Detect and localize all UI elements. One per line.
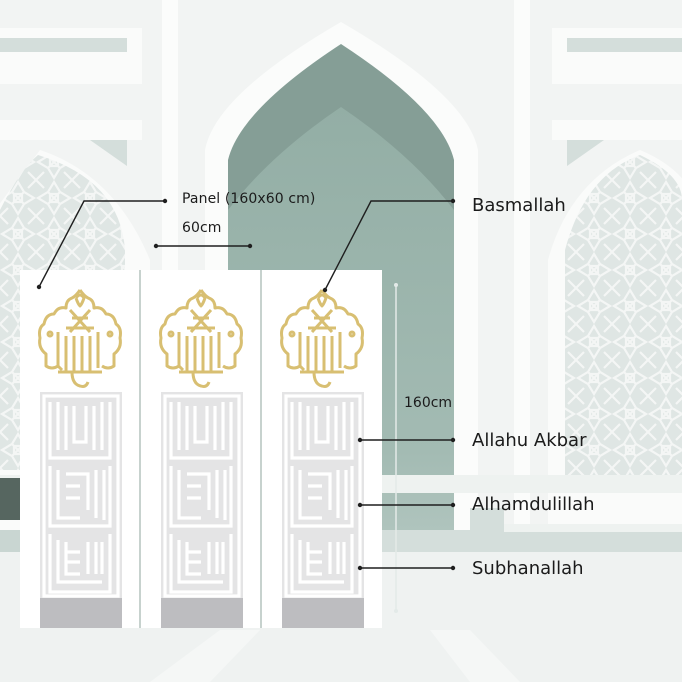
callout-alhamdulillah: Alhamdulillah <box>472 494 595 515</box>
basmallah-calligraphy-icon <box>38 289 122 388</box>
width-dimension-label: 60cm <box>182 220 222 236</box>
height-dimension-label: 160cm <box>404 395 453 411</box>
kufic-calligraphy-icon <box>282 392 364 628</box>
basmallah-calligraphy-icon <box>159 289 243 388</box>
callout-subhanallah: Subhanallah <box>472 558 584 579</box>
basmallah-calligraphy-icon <box>280 289 364 388</box>
panel-1 <box>20 270 140 628</box>
panel-2 <box>141 270 261 628</box>
callout-allahu-akbar: Allahu Akbar <box>472 430 587 451</box>
callout-basmallah: Basmallah <box>472 195 566 216</box>
basmallah-leader <box>324 200 453 291</box>
panel-title-label: Panel (160x60 cm) <box>182 191 316 207</box>
kufic-calligraphy-icon <box>161 392 243 628</box>
kufic-calligraphy-icon <box>40 392 122 628</box>
panel-title-leader <box>38 200 165 288</box>
panel-set <box>20 270 382 628</box>
panel-3 <box>262 270 382 628</box>
